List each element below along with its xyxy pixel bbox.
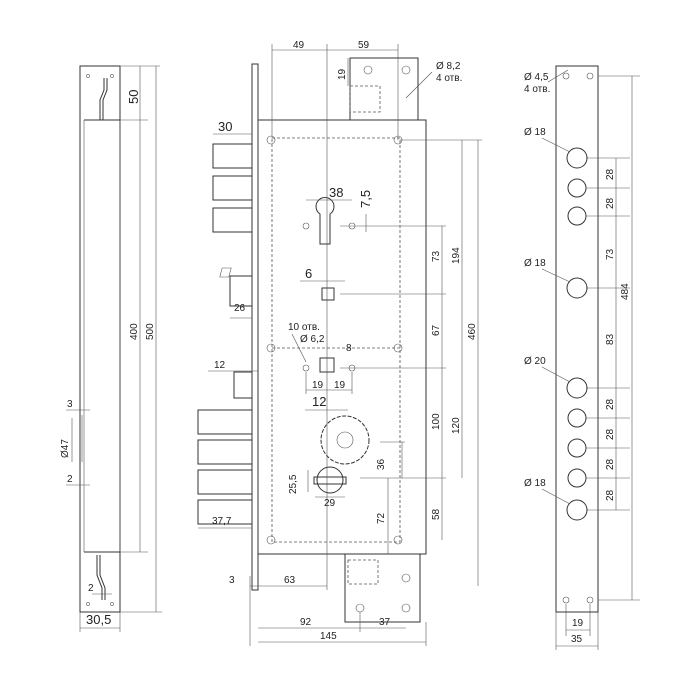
left-strip-outline: [79, 65, 121, 613]
cylinder: [316, 466, 344, 494]
dim-19-b: 19: [334, 380, 346, 391]
bottom-tab: [344, 553, 421, 623]
dim-19-top: 19: [337, 68, 348, 80]
dim-73-right: 73: [605, 248, 616, 260]
dim-d20: Ø 20: [524, 356, 546, 367]
dim-50: 50: [126, 90, 141, 104]
gear: [320, 415, 370, 465]
dim-4otv-right: 4 отв.: [524, 84, 550, 95]
left-view: 30,5 50 400 500 3 Ø47 2 2: [60, 65, 162, 632]
inner-dashed: [271, 137, 401, 543]
dim-29: 29: [324, 498, 336, 509]
dim-d18-c: Ø 18: [524, 478, 546, 489]
dim-37: 37: [379, 617, 391, 628]
roller: [233, 371, 253, 399]
dim-30-5: 30,5: [86, 612, 111, 627]
right-view: Ø 4,5 4 отв. Ø 18 Ø 18 Ø 20 Ø 18 28 28 7…: [524, 65, 640, 650]
dim-28-b: 28: [605, 197, 616, 209]
strike-hole-3: [567, 206, 587, 226]
dim-4otv-center: 4 отв.: [436, 73, 462, 84]
dim-28-a: 28: [605, 168, 616, 180]
dim-2-left-a: 2: [67, 474, 73, 485]
dim-145: 145: [320, 631, 337, 642]
dim-28-f: 28: [605, 489, 616, 501]
dim-67: 67: [431, 324, 442, 336]
dim-12-center: 12: [312, 394, 326, 409]
dim-d47: Ø47: [60, 439, 71, 458]
dim-19-right: 19: [572, 618, 584, 629]
deadbolt-1: [197, 409, 253, 435]
dim-63: 63: [284, 575, 296, 586]
dim-484: 484: [620, 283, 631, 300]
strike-hole-1: [566, 147, 588, 169]
dim-92: 92: [300, 617, 312, 628]
strike-hole-8: [567, 468, 587, 488]
dim-d18-a: Ø 18: [524, 127, 546, 138]
dim-35: 35: [571, 634, 583, 645]
dim-d8-2: Ø 8,2: [436, 61, 461, 72]
strike-hole-2: [567, 178, 587, 198]
strike-hole-9: [566, 499, 588, 521]
faceplate: [251, 63, 259, 591]
dim-28-e: 28: [605, 458, 616, 470]
dim-d6-2: Ø 6,2: [300, 334, 325, 345]
dim-72: 72: [376, 512, 387, 524]
dim-30: 30: [218, 119, 232, 134]
dim-37-7: 37,7: [212, 516, 232, 527]
dim-25-5: 25,5: [288, 474, 299, 494]
center-view: 49 59 19 Ø 8,2 4 отв. 30 38 7,5 6 26 10 …: [197, 40, 482, 646]
dim-38: 38: [329, 185, 343, 200]
strike-hole-7: [567, 438, 587, 458]
dim-500: 500: [145, 323, 156, 340]
keyhole: [315, 197, 335, 245]
dim-83: 83: [605, 333, 616, 345]
dim-194: 194: [451, 247, 462, 264]
deadbolt-4: [197, 499, 253, 525]
strike-plate: [555, 65, 599, 613]
dim-28-d: 28: [605, 428, 616, 440]
dim-120: 120: [451, 417, 462, 434]
dim-460: 460: [467, 323, 478, 340]
spindle-6: [321, 287, 335, 301]
dim-12-left: 12: [214, 360, 226, 371]
dim-36: 36: [376, 458, 387, 470]
latch: [229, 275, 253, 307]
lock-body: [257, 119, 427, 555]
dim-28-c: 28: [605, 398, 616, 410]
dim-19-a: 19: [312, 380, 324, 391]
bolt-3: [212, 207, 253, 233]
dim-58: 58: [431, 508, 442, 520]
dim-10otv: 10 отв.: [288, 322, 320, 333]
dim-100: 100: [431, 413, 442, 430]
strike-hole-5: [566, 377, 588, 399]
dim-3-left: 3: [67, 399, 73, 410]
dim-d18-b: Ø 18: [524, 258, 546, 269]
dim-400: 400: [129, 323, 140, 340]
dim-d4-5: Ø 4,5: [524, 72, 549, 83]
dim-49: 49: [293, 40, 305, 51]
dim-26: 26: [234, 303, 246, 314]
dim-73-center: 73: [431, 250, 442, 262]
dim-59: 59: [358, 40, 370, 51]
dim-3-center: 3: [229, 575, 235, 586]
bolt-1: [212, 143, 253, 169]
dim-sq8: 8: [346, 343, 352, 354]
deadbolt-3: [197, 469, 253, 495]
dim-sq6: 6: [305, 266, 312, 281]
deadbolt-2: [197, 439, 253, 465]
strike-hole-4: [566, 277, 588, 299]
bolt-2: [212, 175, 253, 201]
dim-2-left-b: 2: [88, 583, 94, 594]
dim-7-5: 7,5: [358, 190, 373, 208]
strike-hole-6: [567, 408, 587, 428]
top-tab: [349, 57, 419, 121]
top-hook: [99, 78, 105, 120]
